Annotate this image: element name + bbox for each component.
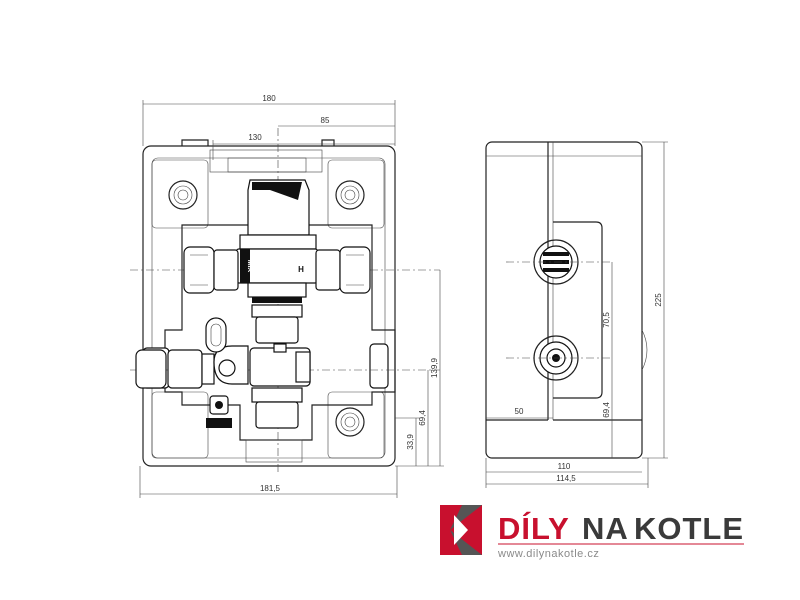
brand-logo: DÍLY NA KOTLE www.dilynakotle.cz (440, 505, 744, 560)
pocket-bottom-right (327, 391, 385, 459)
dim-110: 110 (558, 462, 571, 471)
side-dimensions: 70,5 69,4 225 50 110 114,5 (485, 141, 668, 488)
dim-69-4: 69,4 (418, 410, 427, 426)
oval-slot-inner (210, 323, 222, 347)
bottom-outlet (245, 439, 303, 463)
front-view: MIX H C (130, 128, 440, 472)
right-union-fitting (315, 246, 371, 294)
top-recess (209, 149, 323, 173)
tee-fitting (249, 343, 311, 387)
side-bulge (641, 329, 648, 371)
valve-knob-top (252, 182, 302, 200)
valve-mix-band (240, 249, 250, 283)
front-housing-outline (142, 145, 396, 467)
logo-word-kotle: KOTLE (634, 511, 744, 546)
dim-33-9: 33,9 (406, 434, 415, 450)
side-recess (553, 221, 603, 399)
mounting-hole-top-right (335, 180, 365, 210)
top-recess-inner (227, 157, 307, 173)
mounting-hole-bottom-right (335, 407, 365, 437)
side-view (485, 141, 648, 459)
pocket-top-right (327, 159, 385, 229)
dim-180: 180 (262, 94, 276, 103)
dim-85: 85 (321, 116, 330, 125)
pocket-bottom-left (151, 391, 209, 459)
valve-lower-ring-dark (252, 297, 302, 303)
left-inlet-union (135, 349, 215, 389)
valve-label-hot: H (298, 265, 304, 274)
dim-139-9: 139,9 (430, 357, 439, 378)
logo-k-mark (440, 505, 482, 555)
dim-69-4-side: 69,4 (602, 402, 611, 418)
pocket-top-left (151, 159, 209, 229)
mixing-valve: MIX H C (235, 179, 319, 303)
side-housing-outline (485, 141, 643, 459)
vertical-connector (251, 304, 303, 344)
top-notch-left (181, 139, 209, 146)
logo-url: www.dilynakotle.cz (497, 548, 599, 560)
oval-slot (205, 317, 227, 353)
bottom-union (251, 387, 303, 429)
left-union-fitting (183, 246, 239, 294)
dim-225: 225 (654, 293, 663, 307)
drain-valve (206, 395, 232, 428)
dim-114-5: 114,5 (556, 474, 576, 483)
dim-130: 130 (248, 133, 262, 142)
logo-word-na: NA (582, 511, 629, 546)
elbow-port (218, 359, 236, 377)
top-notch-right (321, 139, 335, 146)
valve-collar (239, 234, 317, 250)
dim-181-5: 181,5 (260, 484, 281, 493)
valve-lower-ring (247, 282, 307, 298)
mounting-hole-top-left (168, 180, 198, 210)
logo-word-dily: DÍLY (498, 511, 570, 546)
valve-label-mix: MIX (246, 260, 253, 273)
dim-50: 50 (515, 407, 524, 416)
front-dimensions: 180 130 85 139,9 69,4 33,9 181,5 (139, 94, 444, 498)
right-pipe-stub (369, 343, 389, 389)
dim-70-5: 70,5 (602, 312, 611, 328)
